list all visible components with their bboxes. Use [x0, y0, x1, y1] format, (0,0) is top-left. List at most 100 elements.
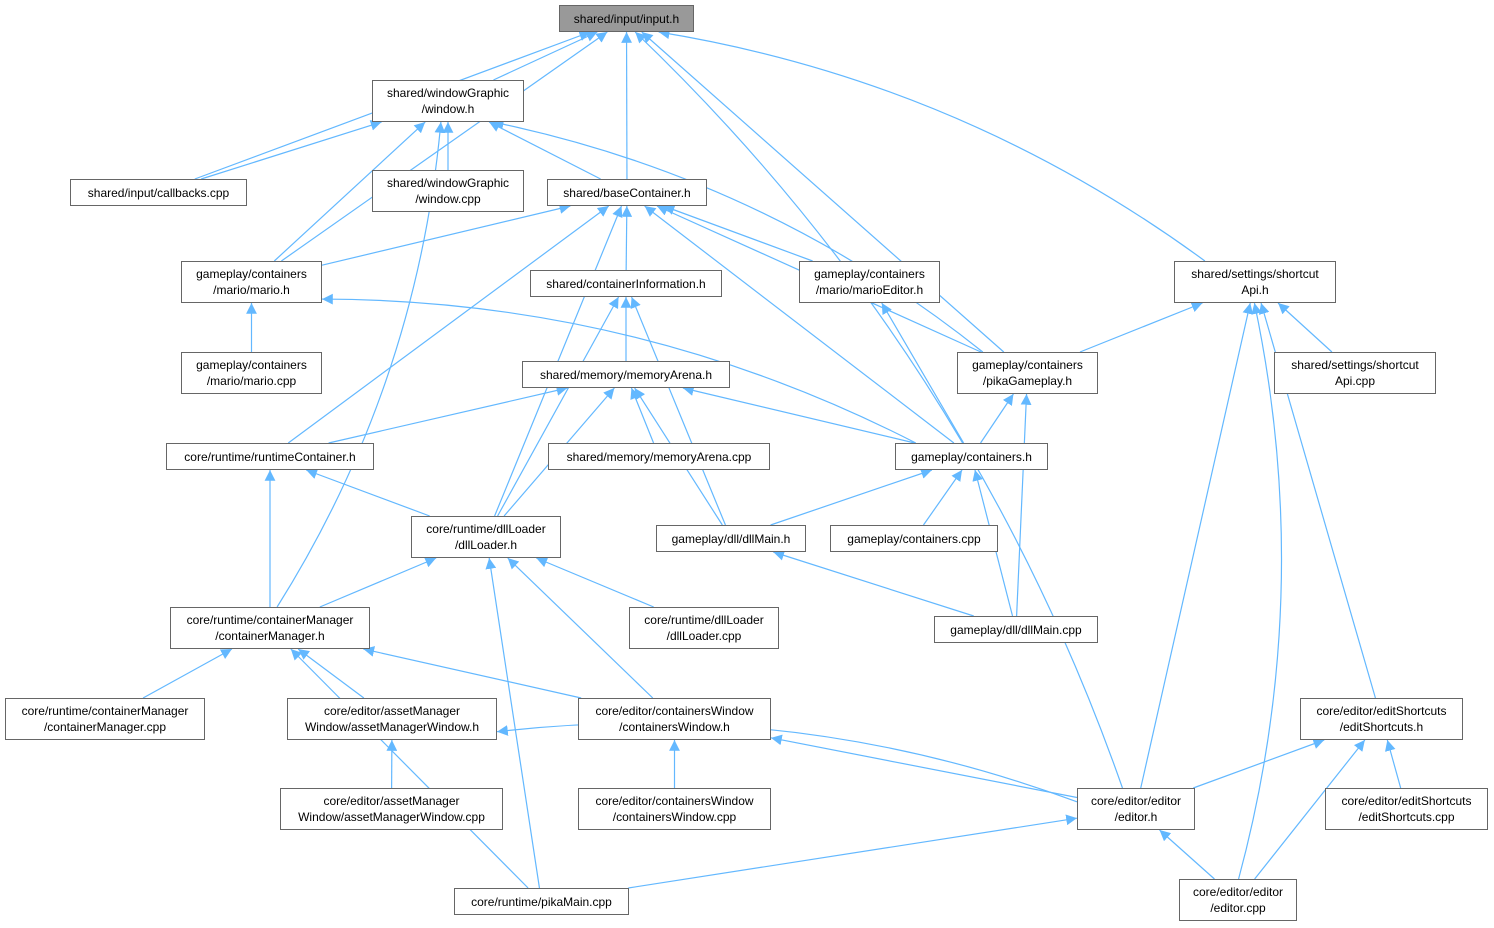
node-label-line: /containersWindow.cpp [612, 810, 737, 824]
node-runtimeContainer-h[interactable]: core/runtime/runtimeContainer.h [166, 443, 374, 470]
node-label-line: shared/input/callbacks.cpp [87, 185, 230, 200]
node-containersWindow-cpp[interactable]: core/editor/containersWindow/containersW… [578, 788, 771, 830]
node-dllLoader-h[interactable]: core/runtime/dllLoader/dllLoader.h [411, 516, 561, 558]
node-label-line: /containerManager.cpp [43, 720, 167, 734]
node-dllMain-h[interactable]: gameplay/dll/dllMain.h [656, 525, 806, 552]
edge-pikaMain-cpp-to-containerManager-h [290, 648, 529, 889]
node-label-line: /editor.cpp [1210, 901, 1266, 915]
node-mario-h[interactable]: gameplay/containers/mario/mario.h [181, 261, 322, 303]
edge-editShortcuts-cpp-to-editShortcuts-h [1385, 739, 1402, 789]
node-memoryArena-h[interactable]: shared/memory/memoryArena.h [522, 361, 730, 388]
node-memoryArena-cpp[interactable]: shared/memory/memoryArena.cpp [548, 443, 770, 470]
node-label-line: /mario/mario.cpp [206, 374, 297, 388]
edge-containersWindow-h-to-dllLoader-h [507, 557, 654, 699]
node-window-cpp[interactable]: shared/windowGraphic/window.cpp [372, 170, 524, 212]
node-mario-cpp[interactable]: gameplay/containers/mario/mario.cpp [181, 352, 322, 394]
node-label-line: /dllLoader.cpp [666, 629, 742, 643]
node-label-line: /containerManager.h [215, 629, 325, 643]
edge-pikaGameplay-h-to-shortcutApi-h [1079, 301, 1203, 353]
edge-shortcutApi-cpp-to-shortcutApi-h [1277, 302, 1333, 353]
node-editShortcuts-h[interactable]: core/editor/editShortcuts/editShortcuts.… [1300, 698, 1463, 740]
node-label-line: shared/settings/shortcut [1191, 267, 1319, 281]
node-label-line: core/editor/editShortcuts [1341, 794, 1472, 808]
edge-memoryArena-cpp-to-memoryArena-h [630, 387, 655, 444]
edge-assetManagerWindow-h-to-containerManager-h [297, 648, 365, 699]
node-label-line: /mario/marioEditor.h [815, 283, 924, 297]
node-containerManager-h[interactable]: core/runtime/containerManager/containerM… [170, 607, 370, 649]
node-callbacks-cpp[interactable]: shared/input/callbacks.cpp [70, 179, 247, 206]
node-label-line: /pikaGameplay.h [982, 374, 1073, 388]
node-label-line: /editShortcuts.h [1339, 720, 1424, 734]
edge-containers-cpp-to-containers-h [922, 469, 963, 526]
edge-editor-cpp-to-editor-h [1159, 829, 1215, 880]
node-label-line: core/runtime/dllLoader [644, 613, 764, 627]
node-window-h[interactable]: shared/windowGraphic/window.h [372, 80, 524, 122]
edge-dllLoader-cpp-to-dllLoader-h [536, 557, 654, 608]
node-label-line: /window.cpp [415, 192, 481, 206]
node-editor-cpp[interactable]: core/editor/editor/editor.cpp [1179, 879, 1297, 921]
node-label-line: /editor.h [1114, 810, 1158, 824]
node-label-line: /window.h [421, 102, 475, 116]
edge-containerInformation-h-to-baseContainer-h [621, 205, 633, 271]
node-baseContainer-h[interactable]: shared/baseContainer.h [547, 179, 707, 206]
edge-mario-h-to-input-h [281, 31, 608, 262]
edge-runtimeContainer-h-to-memoryArena-h [328, 385, 568, 444]
edge-containers-h-to-baseContainer-h [644, 205, 955, 444]
edge-runtimeContainer-h-to-baseContainer-h [287, 205, 610, 444]
edge-editor-h-to-containersWindow-h [770, 734, 1078, 799]
node-label-line: core/runtime/containerManager [186, 613, 354, 627]
node-label-line: shared/windowGraphic [386, 176, 510, 190]
node-label-line: gameplay/containers [196, 267, 307, 281]
node-label-line: gameplay/containers [196, 358, 307, 372]
node-editShortcuts-cpp[interactable]: core/editor/editShortcuts/editShortcuts.… [1325, 788, 1488, 830]
edge-editor-cpp-to-editShortcuts-h [1254, 739, 1366, 880]
node-label-line: core/editor/containersWindow [595, 704, 754, 718]
edge-pikaMain-cpp-to-editor-h [628, 814, 1078, 889]
edge-mario-h-to-window-h [273, 121, 426, 262]
edge-marioEditor-h-to-baseContainer-h [663, 204, 813, 262]
edge-containersWindow-h-to-containerManager-h [363, 646, 582, 699]
edge-editor-h-to-shortcutApi-h [1140, 302, 1254, 789]
node-editor-h[interactable]: core/editor/editor/editor.h [1077, 788, 1195, 830]
edge-pikaMain-cpp-to-dllLoader-h [485, 557, 541, 889]
node-containers-h[interactable]: gameplay/containers.h [895, 443, 1048, 470]
node-containerInformation-h[interactable]: shared/containerInformation.h [530, 270, 722, 297]
node-label-line: core/runtime/pikaMain.cpp [471, 894, 612, 909]
edge-editor-cpp-to-shortcutApi-h [1238, 302, 1283, 880]
node-pikaGameplay-h[interactable]: gameplay/containers/pikaGameplay.h [957, 352, 1098, 394]
edge-editor-h-to-input-h [634, 31, 1124, 789]
edge-shortcutApi-h-to-input-h [658, 28, 1206, 262]
node-label-line: shared/windowGraphic [386, 86, 510, 100]
node-marioEditor-h[interactable]: gameplay/containers/mario/marioEditor.h [799, 261, 940, 303]
node-label-line: gameplay/containers.h [911, 449, 1032, 464]
edge-dllMain-cpp-to-dllMain-h [773, 550, 974, 617]
node-label-line: gameplay/containers [972, 358, 1083, 372]
edge-callbacks-cpp-to-window-h [201, 120, 382, 180]
node-label-line: core/editor/assetManager [323, 704, 461, 718]
edge-containerManager-cpp-to-containerManager-h [142, 648, 233, 699]
node-dllMain-cpp[interactable]: gameplay/dll/dllMain.cpp [934, 616, 1098, 643]
node-label-line: core/editor/editor [1192, 885, 1284, 899]
node-containers-cpp[interactable]: gameplay/containers.cpp [830, 525, 998, 552]
node-label-line: core/runtime/containerManager [21, 704, 189, 718]
edge-containerManager-h-to-dllLoader-h [319, 557, 437, 608]
edge-dllMain-cpp-to-pikaGameplay-h [1016, 393, 1032, 617]
node-label-line: shared/memory/memoryArena.cpp [566, 449, 752, 464]
node-pikaMain-cpp[interactable]: core/runtime/pikaMain.cpp [454, 888, 629, 915]
node-input-h[interactable]: shared/input/input.h [559, 5, 694, 32]
edge-pikaGameplay-h-to-window-h [492, 118, 984, 353]
node-label-line: shared/settings/shortcut [1291, 358, 1419, 372]
node-containersWindow-h[interactable]: core/editor/containersWindow/containersW… [578, 698, 771, 740]
node-label-line: Api.h [1241, 283, 1269, 297]
node-dllLoader-cpp[interactable]: core/runtime/dllLoader/dllLoader.cpp [629, 607, 779, 649]
node-containerManager-cpp[interactable]: core/runtime/containerManager/containerM… [5, 698, 205, 740]
edge-containers-h-to-pikaGameplay-h [980, 393, 1014, 444]
node-label-line: Window/assetManagerWindow.cpp [298, 810, 485, 824]
node-label-line: gameplay/containers.cpp [847, 531, 981, 546]
edge-mario-h-to-baseContainer-h [321, 203, 571, 266]
